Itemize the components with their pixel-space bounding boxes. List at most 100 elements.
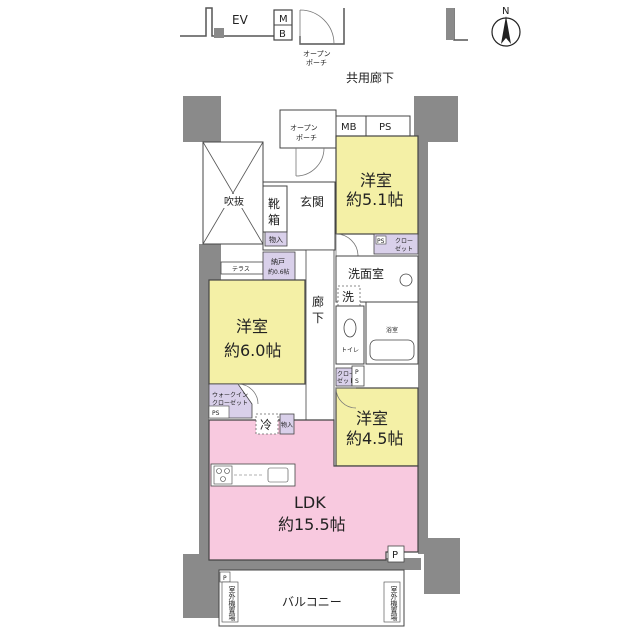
open-porch: オープン ポーチ — [279, 109, 337, 177]
wall-right-lower — [418, 384, 428, 554]
sink-icon — [399, 273, 413, 287]
balcony: P バルコニー — [218, 569, 405, 627]
bedroom-c-door — [335, 387, 357, 409]
top-open-porch-2: ポーチ — [306, 59, 327, 67]
wall-left-lower — [199, 280, 209, 570]
balcony-label: バルコニー — [282, 595, 342, 609]
left-ps-label: PS — [212, 410, 220, 417]
outdoor-unit-right — [383, 581, 401, 623]
outdoor-unit-left-label: 室外機置場 — [228, 586, 236, 621]
balcony-floor — [218, 569, 405, 627]
ldk-name: LDK — [294, 493, 326, 512]
washroom-label: 洗面室 — [348, 266, 384, 281]
corridor-floor — [305, 249, 335, 421]
mb-ps-shaft: MB PS — [335, 115, 411, 137]
corridor: 廊 下 — [305, 249, 335, 421]
walkin-label-1: ウォークイン — [212, 391, 248, 399]
ldk-floor — [208, 419, 419, 561]
top-area: EV M B オープン ポーチ 共用廊下 — [180, 7, 468, 85]
common-corridor-label: 共用廊下 — [346, 70, 394, 85]
outer-walls — [183, 96, 460, 618]
bedroom-b: 洋室 約6.0帖 ウォークイン クローゼット PS — [208, 279, 306, 419]
porch-rect — [279, 109, 337, 149]
bedroom-b-floor — [208, 279, 306, 385]
kitchen-sink — [267, 467, 289, 483]
right-p-box — [387, 545, 405, 563]
nando-label-2: 約0.6帖 — [268, 268, 290, 276]
top-mb-b: B — [279, 29, 286, 40]
ev-shaft — [214, 28, 224, 38]
outdoor-unit-left — [221, 581, 239, 623]
storage-1-label: 物入 — [269, 235, 283, 244]
genkan-label: 玄関 — [300, 194, 324, 209]
bathtub-icon — [369, 339, 415, 361]
wet-area: 洗面室 洗 トイレ 浴室 クロー ゼット P S — [335, 255, 419, 387]
bedroom-b-door — [237, 383, 259, 405]
porch-label-1: オープン — [290, 124, 318, 132]
burner-1 — [216, 468, 222, 474]
column-top-left — [183, 96, 221, 142]
bedroom-a-door — [335, 233, 359, 257]
column-top-right — [414, 96, 458, 142]
top-wall-outline — [180, 7, 468, 45]
storage-2-label: 物入 — [281, 421, 293, 429]
toilet-icon — [343, 318, 357, 338]
bedroom-a-floor — [335, 135, 419, 235]
washer-label: 洗 — [342, 290, 354, 304]
north-arrow-icon — [501, 16, 511, 44]
walkin-label-2: クローゼット — [212, 399, 248, 407]
wall-right-upper — [418, 142, 428, 384]
top-wall-block — [446, 8, 454, 40]
left-ps — [208, 405, 230, 419]
void-label-bg — [222, 194, 246, 208]
void-diag-2 — [202, 141, 264, 245]
top-mb-m: M — [279, 14, 288, 25]
corridor-label-2: 下 — [312, 311, 324, 325]
bedroom-a-ps — [375, 235, 387, 245]
shoe-cabinet — [262, 185, 288, 233]
mb-label: MB — [341, 122, 357, 133]
column-bottom-right — [424, 538, 460, 594]
bedroom-c-name: 洋室 — [356, 409, 388, 428]
fridge-label: 冷 — [260, 418, 272, 432]
stove-icon — [213, 465, 233, 485]
bedroom-a-ps-label: PS — [377, 238, 385, 245]
porch-label-2: ポーチ — [296, 134, 317, 142]
nando-label-1: 納戸 — [271, 257, 285, 266]
bedroom-b-name: 洋室 — [236, 317, 268, 336]
left-p-label: P — [223, 575, 227, 582]
bedroom-a: 洋室 約5.1帖 PS クロー ゼット — [335, 135, 419, 257]
small-closet-label-1: クロー — [337, 371, 355, 378]
bedroom-c: 洋室 約4.5帖 — [335, 387, 419, 467]
right-p-label: P — [392, 550, 398, 561]
small-closet-label-2: ゼット — [337, 377, 355, 385]
burner-3 — [220, 476, 226, 482]
ldk: 冷 物入 LDK 約15.5帖 P — [208, 413, 419, 563]
storage-2 — [279, 413, 295, 435]
wall-bottom — [209, 558, 421, 570]
top-open-porch-1: オープン — [303, 50, 331, 58]
right-ps-s: S — [355, 378, 359, 385]
ldk-size: 約15.5帖 — [278, 515, 346, 534]
bedroom-c-size: 約4.5帖 — [346, 429, 403, 448]
ps-label: PS — [379, 122, 391, 133]
wall-left-mid — [199, 244, 221, 280]
shoe-label-2: 箱 — [268, 212, 280, 227]
ev-label: EV — [232, 13, 249, 27]
closet-label-2: ゼット — [395, 245, 413, 253]
north-label: N — [502, 6, 509, 17]
terrace-label: テラス — [232, 266, 250, 273]
bathroom-label: 浴室 — [386, 326, 398, 334]
north-arrow: N — [491, 6, 521, 47]
right-ps-box — [351, 365, 365, 387]
bedroom-b-size: 約6.0帖 — [224, 341, 281, 360]
top-porch-door — [299, 9, 335, 45]
storage-1 — [264, 231, 288, 247]
corridor-label-1: 廊 — [312, 294, 324, 309]
bedroom-a-name: 洋室 — [360, 171, 392, 190]
fridge-space — [255, 413, 279, 435]
burner-2 — [224, 468, 230, 474]
terrace: テラス — [220, 261, 264, 275]
outdoor-unit-right-label: 室外機置場 — [390, 586, 398, 621]
